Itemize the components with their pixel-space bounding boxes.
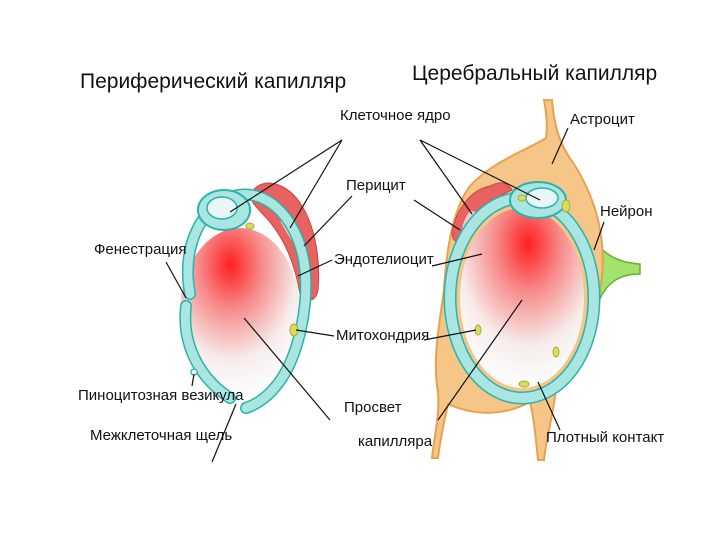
label-nucleus: Клеточное ядро (340, 107, 451, 124)
cerebral-capillary (430, 99, 641, 461)
title-cerebral: Церебральный капилляр (412, 62, 657, 85)
label-lumen-2: капилляра (358, 433, 433, 450)
cerebral-mitochondrion-1 (561, 199, 571, 213)
cerebral-mitochondrion-4 (552, 346, 560, 358)
peripheral-lumen (180, 228, 300, 396)
label-intercellular: Межклеточная щель (90, 427, 232, 444)
cerebral-lumen (460, 208, 584, 388)
cerebral-cell-nucleus (525, 187, 559, 209)
label-astrocyte: Астроцит (570, 111, 635, 128)
cerebral-mitochondrion-5 (518, 380, 530, 388)
label-lumen-1: Просвет (344, 399, 402, 416)
cerebral-mitochondrion-2 (517, 194, 527, 202)
peripheral-endothelium-lower-fill (180, 301, 235, 403)
label-neuron: Нейрон (600, 203, 653, 220)
peripheral-pointers (165, 139, 353, 463)
label-fenestration: Фенестрация (94, 241, 187, 258)
label-pericyte: Перицит (346, 177, 406, 194)
peripheral-cell-nucleus (206, 196, 238, 220)
label-endothelium: Эндотелиоцит (334, 251, 434, 268)
peripheral-mitochondrion-2 (245, 222, 255, 230)
peripheral-capillary (179, 182, 320, 414)
title-peripheral: Периферический капилляр (80, 70, 346, 93)
label-tight-junction: Плотный контакт (546, 429, 664, 446)
label-pinocytotic: Пиноцитозная везикула (78, 387, 244, 404)
cerebral-pointers (413, 127, 605, 431)
label-mitochondria: Митохондрия (336, 327, 429, 344)
